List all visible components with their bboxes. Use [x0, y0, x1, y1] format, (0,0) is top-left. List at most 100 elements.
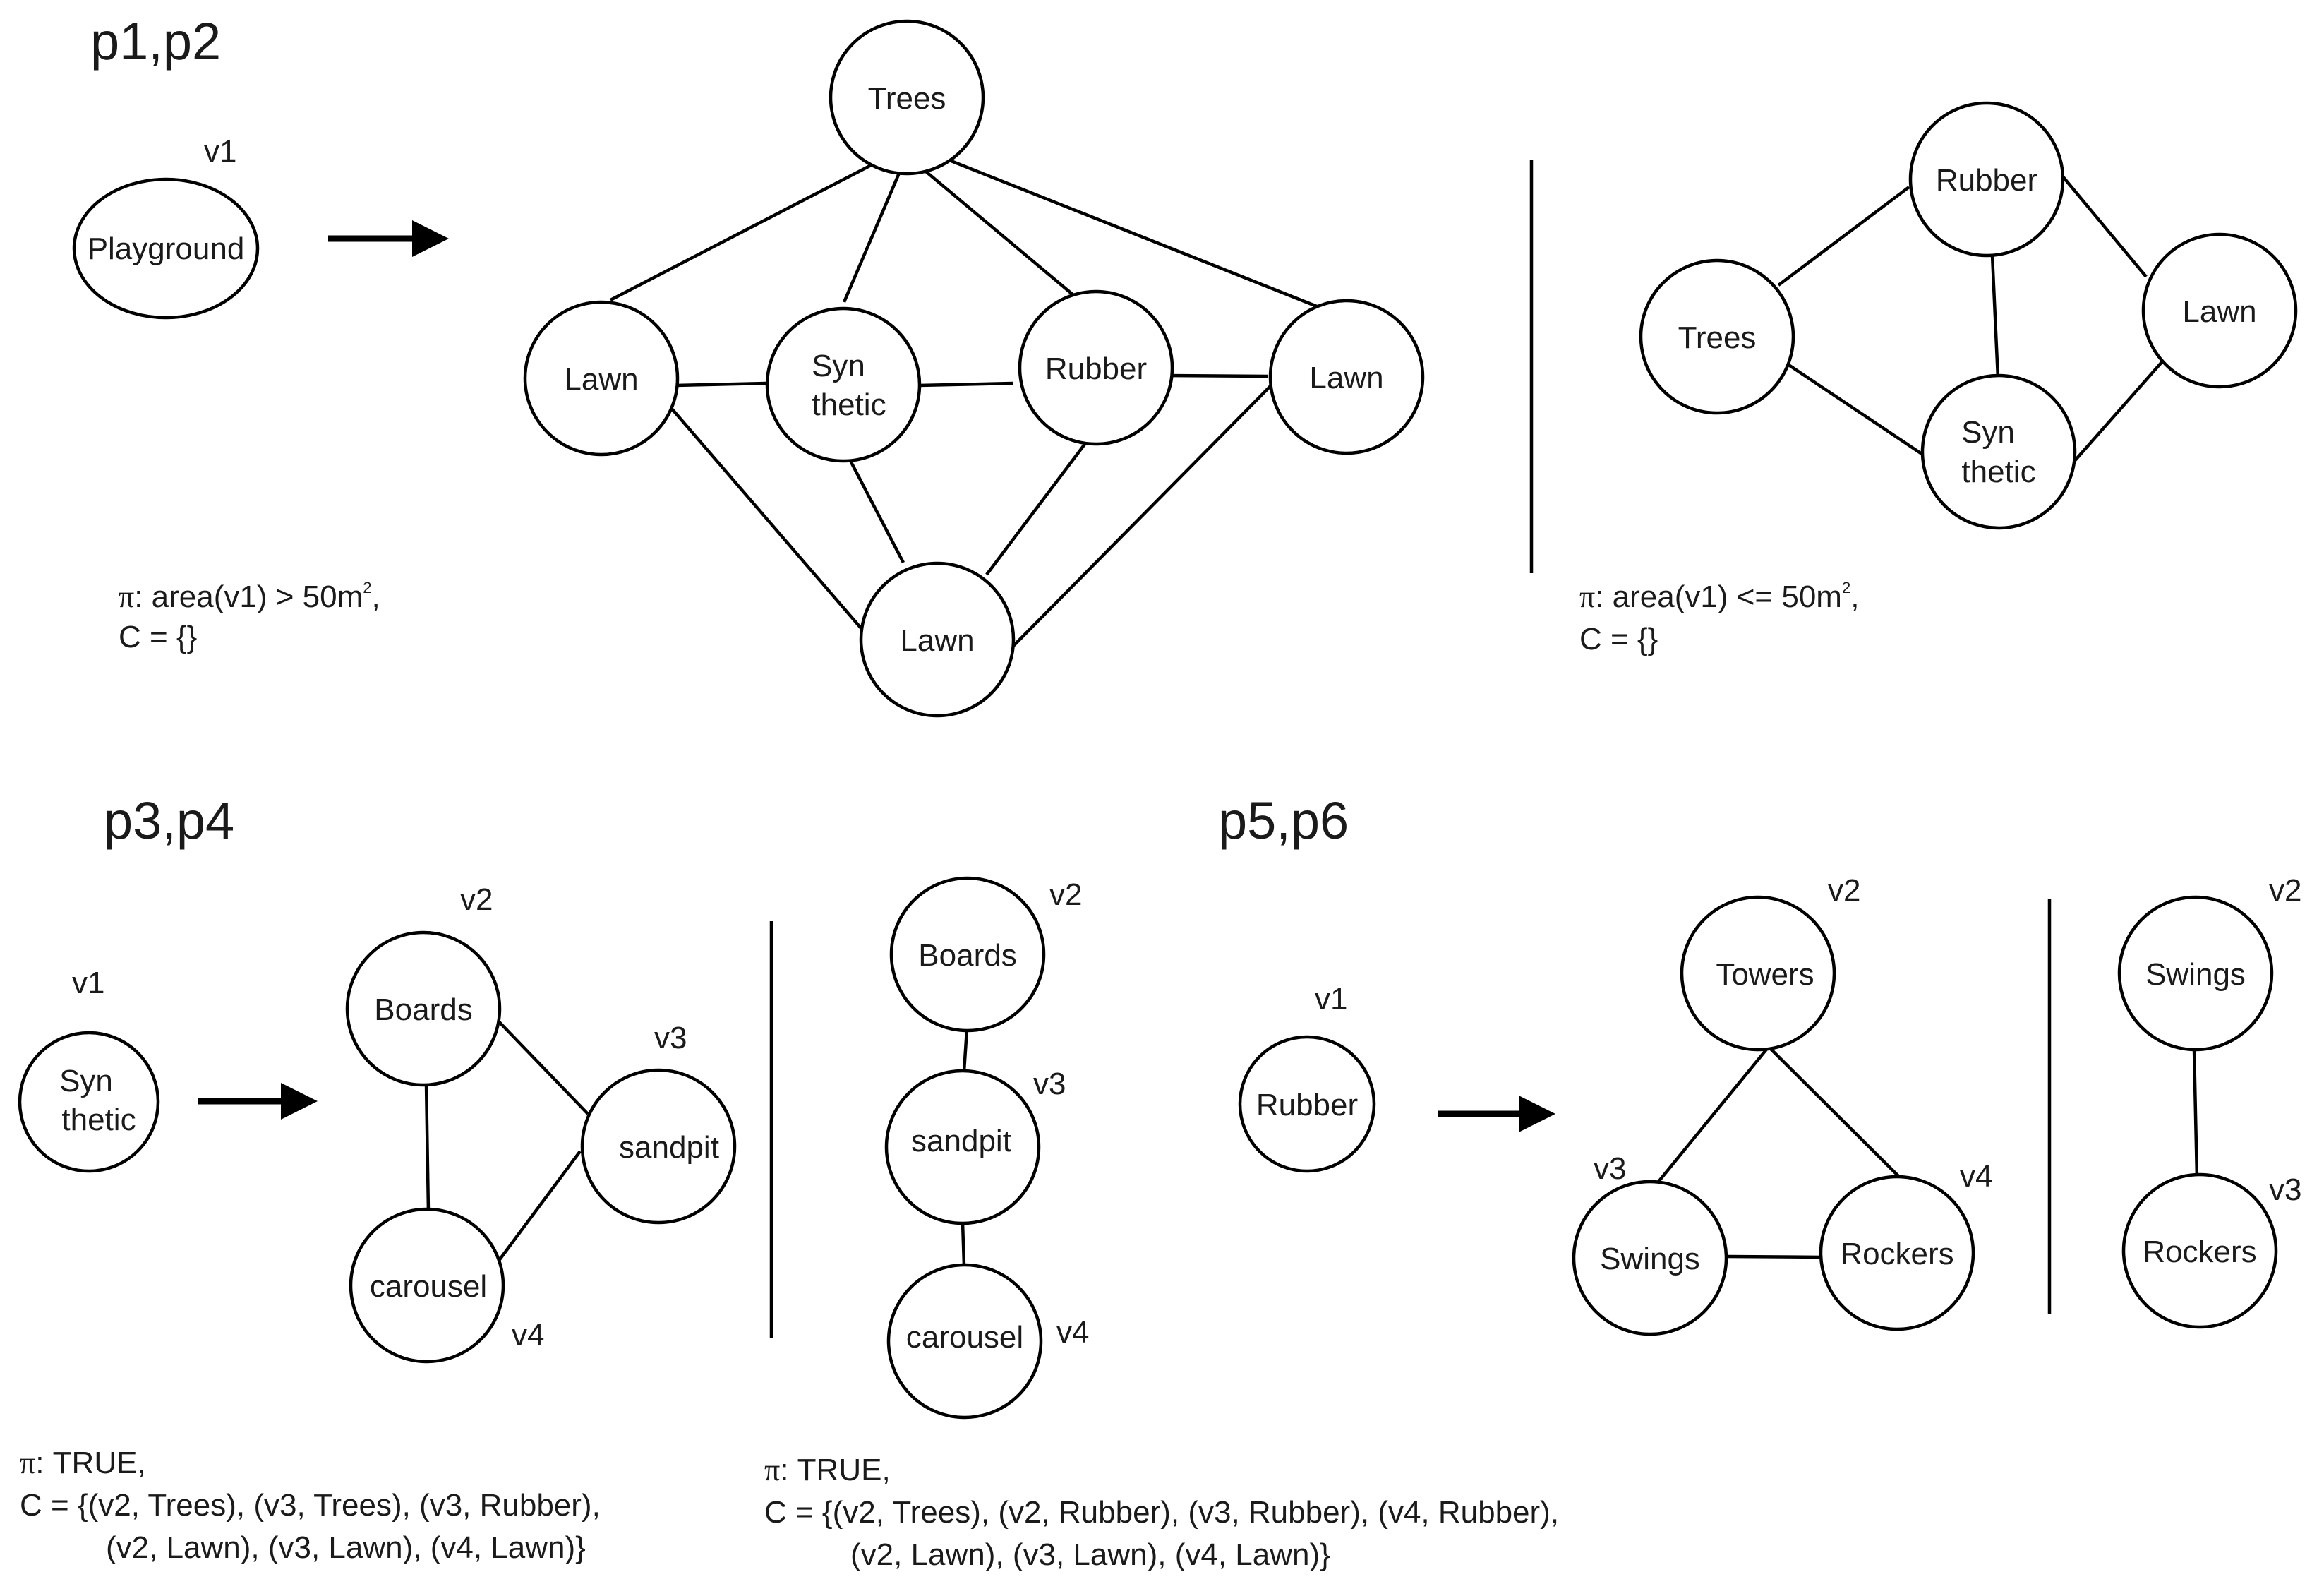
- vertex-label-swings: v3: [1594, 1151, 1626, 1186]
- node-label-synthetic-line1: Syn: [59, 1064, 113, 1098]
- node-label-lawn-right: Lawn: [1309, 361, 1383, 395]
- constraint-p1: C = {}: [119, 620, 197, 654]
- edge-sandpit-carousel: [497, 1150, 582, 1263]
- node-label-swings: Swings: [2145, 957, 2246, 992]
- condition-superscript: 2: [1842, 579, 1850, 596]
- constraint-p4-line1: C = {(v2, Trees), (v2, Rubber), (v3, Rub…: [764, 1495, 1559, 1530]
- edges-p4-rhs: [961, 1028, 969, 1266]
- constraint-p3-line1: C = {(v2, Trees), (v3, Trees), (v3, Rubb…: [20, 1488, 601, 1523]
- section-p5-p6: p5,p6 v1 Rubber v2 Towers v3 Swings v4 R…: [1218, 791, 2301, 1336]
- edge-swings-rockers: [2192, 1049, 2199, 1180]
- lhs-vertex-label: v1: [204, 134, 236, 169]
- section-title-p1-p2: p1,p2: [90, 12, 221, 71]
- node-trees: [1639, 258, 1795, 415]
- pi-symbol: π: [20, 1446, 35, 1480]
- edge-rubber-lawn-bottom: [985, 439, 1089, 576]
- node-lawn-right: [1268, 299, 1425, 455]
- node-rubber: [1238, 1035, 1376, 1173]
- edge-trees-lawn-right: [934, 152, 1325, 311]
- node-label-sandpit: sandpit: [911, 1124, 1011, 1158]
- node-lawn-left: [523, 300, 680, 457]
- condition-p2: π: area(v1) <= 50m2,: [1579, 579, 1859, 614]
- edge-swings-rockers: [1728, 1254, 1824, 1259]
- node-label-synthetic-line2: thetic: [61, 1103, 136, 1137]
- vertex-label-sandpit: v3: [654, 1021, 687, 1055]
- edge-trees-rubber: [1777, 186, 1910, 287]
- edge-lawn-left-lawn-bottom: [670, 407, 867, 635]
- node-lawn-bottom: [859, 561, 1016, 718]
- node-label-synthetic-line2: thetic: [1961, 455, 2035, 489]
- node-boards: [889, 876, 1046, 1033]
- edge-towers-rockers: [1767, 1045, 1905, 1182]
- node-trees: [829, 19, 985, 176]
- node-carousel: [886, 1263, 1043, 1420]
- node-label-trees: Trees: [868, 81, 946, 116]
- edge-sandpit-carousel: [961, 1222, 966, 1266]
- condition-tail: ,: [1850, 580, 1859, 614]
- node-sandpit: [884, 1069, 1041, 1225]
- node-boards: [345, 930, 502, 1087]
- node-synthetic: [1920, 373, 2077, 530]
- condition-tail: ,: [372, 580, 380, 614]
- node-label-lawn: Lawn: [2182, 294, 2256, 329]
- constraint-p3-line2: (v2, Lawn), (v3, Lawn), (v4, Lawn)}: [106, 1530, 586, 1565]
- constraint-p4-line2: (v2, Lawn), (v3, Lawn), (v4, Lawn)}: [850, 1537, 1330, 1572]
- node-label-rubber: Rubber: [1256, 1088, 1358, 1122]
- constraint-p2: C = {}: [1579, 622, 1658, 656]
- edge-towers-swings: [1651, 1045, 1770, 1191]
- lhs-vertex-label: v1: [1315, 982, 1347, 1016]
- node-towers: [1680, 895, 1836, 1052]
- edge-trees-synthetic: [1784, 361, 1929, 460]
- vertex-label-boards: v2: [1049, 877, 1082, 912]
- condition-p4: π: TRUE,: [764, 1453, 891, 1487]
- condition-superscript: 2: [363, 579, 371, 596]
- node-label-rubber: Rubber: [1936, 163, 2037, 198]
- node-label-carousel: carousel: [906, 1320, 1023, 1355]
- edge-trees-lawn-left: [609, 160, 879, 301]
- edges-p2-rhs: [1777, 174, 2164, 471]
- node-label-lawn-left: Lawn: [564, 362, 638, 397]
- vertex-label-rockers: v4: [1960, 1159, 1992, 1194]
- node-swings: [1572, 1180, 1728, 1336]
- edge-boards-sandpit: [962, 1028, 969, 1072]
- node-rockers: [1819, 1175, 1975, 1331]
- node-label-synthetic-line1: Syn: [1961, 415, 2015, 450]
- vertex-label-carousel: v4: [512, 1318, 544, 1352]
- vertex-label-carousel: v4: [1056, 1315, 1089, 1350]
- pi-symbol: π: [1579, 580, 1595, 614]
- vertex-label-swings: v2: [2269, 873, 2301, 908]
- section-p3-p4: p3,p4 v1 Syn thetic v2 Boards v3 sandpit…: [18, 791, 1559, 1572]
- node-label-towers: Towers: [1716, 957, 1814, 992]
- section-p1-p2: p1,p2 v1 Playground Trees Lawn: [72, 12, 2298, 718]
- edge-boards-carousel: [424, 1083, 431, 1213]
- vertex-label-rockers: v3: [2269, 1172, 2301, 1207]
- node-label-boards: Boards: [374, 992, 472, 1027]
- section-title-p5-p6: p5,p6: [1218, 791, 1349, 850]
- condition-text: : area(v1) <= 50m: [1595, 580, 1842, 614]
- node-label-lawn-bottom: Lawn: [900, 623, 974, 658]
- edge-lawn-synthetic: [2066, 360, 2164, 471]
- node-playground: [72, 177, 260, 320]
- lhs-vertex-label: v1: [72, 966, 104, 1000]
- node-label-rubber: Rubber: [1045, 352, 1147, 386]
- edge-synthetic-rubber: [918, 381, 1013, 388]
- node-label-synthetic-line1: Syn: [812, 349, 865, 383]
- node-swings: [2117, 895, 2274, 1052]
- edge-boards-sandpit: [490, 1012, 589, 1115]
- node-label-synthetic-line2: thetic: [812, 388, 886, 422]
- edge-rubber-lawn: [2061, 174, 2148, 278]
- edge-trees-synthetic: [842, 166, 904, 303]
- vertex-label-sandpit: v3: [1033, 1067, 1066, 1101]
- node-rubber: [1018, 289, 1174, 446]
- node-label-rockers: Rockers: [1840, 1237, 1953, 1271]
- pi-symbol: π: [119, 580, 134, 614]
- edge-synthetic-lawn-bottom: [847, 455, 905, 564]
- condition-text: : TRUE,: [780, 1453, 890, 1487]
- edges-p3-rhs: [424, 1012, 589, 1263]
- edges-p5-rhs: [1651, 1045, 1905, 1259]
- node-label-boards: Boards: [918, 938, 1016, 973]
- production-arrow-p5-p6: [1438, 1096, 1555, 1132]
- node-synthetic: [18, 1031, 160, 1173]
- edge-trees-rubber: [916, 163, 1075, 296]
- condition-p3: π: TRUE,: [20, 1446, 146, 1480]
